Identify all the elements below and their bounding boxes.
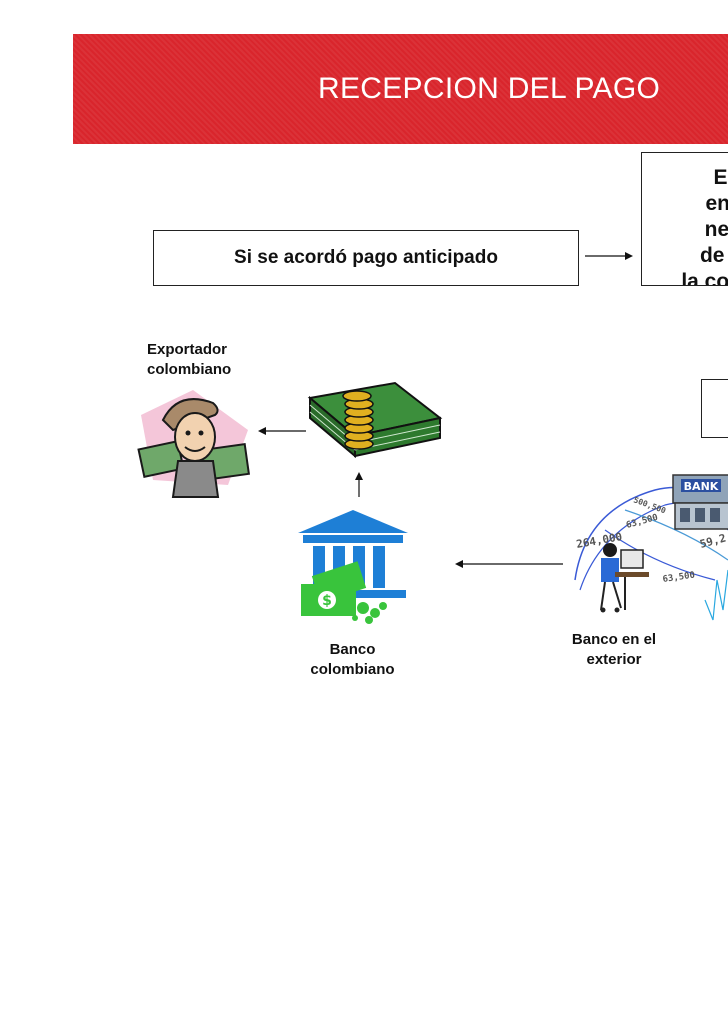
- money-figure-5: 59,2: [698, 531, 727, 550]
- foreign-bank-label-line-2: exterior: [586, 651, 642, 668]
- foreign-bank-transfer-icon: BANK 500,500 63,500 264,000 63,500 59,2: [574, 474, 728, 621]
- exporter-label: Exportador colombiano: [147, 340, 231, 380]
- exporter-label-line-1: Exportador: [147, 341, 228, 358]
- colombian-bank-label-line-1: Banco: [329, 641, 376, 658]
- svg-text:$: $: [322, 593, 332, 609]
- colombian-bank-label: Banco colombiano: [300, 640, 405, 680]
- bank-sign-text: BANK: [684, 480, 719, 493]
- arrow-bank-to-money: [355, 472, 363, 497]
- colombian-bank-icon: $: [298, 510, 408, 624]
- money-figure-1: 500,500: [632, 495, 667, 515]
- info-line-4: de c: [699, 244, 728, 267]
- info-box: El i en neg de c la con: [641, 152, 728, 286]
- arrow-money-to-exporter: [258, 427, 306, 435]
- header-banner: [73, 34, 728, 144]
- money-stack-icon: [307, 381, 443, 459]
- condition-box: Si se acordó pago anticipado: [153, 230, 579, 286]
- info-line-5: la con: [681, 270, 728, 286]
- info-line-3: neg: [704, 218, 728, 241]
- condition-text: Si se acordó pago anticipado: [234, 247, 498, 268]
- foreign-bank-label-line-1: Banco en el: [571, 631, 657, 648]
- exporter-label-line-2: colombiano: [147, 361, 232, 378]
- arrow-foreign-to-colombian-bank: [455, 560, 563, 568]
- money-figure-4: 63,500: [662, 571, 696, 585]
- info-line-2: en: [705, 192, 728, 215]
- exporter-icon: [137, 390, 251, 498]
- arrow-condition-to-right: [585, 252, 633, 260]
- small-box: [701, 379, 728, 438]
- foreign-bank-label: Banco en el exterior: [558, 630, 670, 670]
- info-line-1: El i: [713, 166, 728, 189]
- page-title: RECEPCION DEL PAGO: [318, 72, 661, 105]
- colombian-bank-label-line-2: colombiano: [310, 661, 395, 678]
